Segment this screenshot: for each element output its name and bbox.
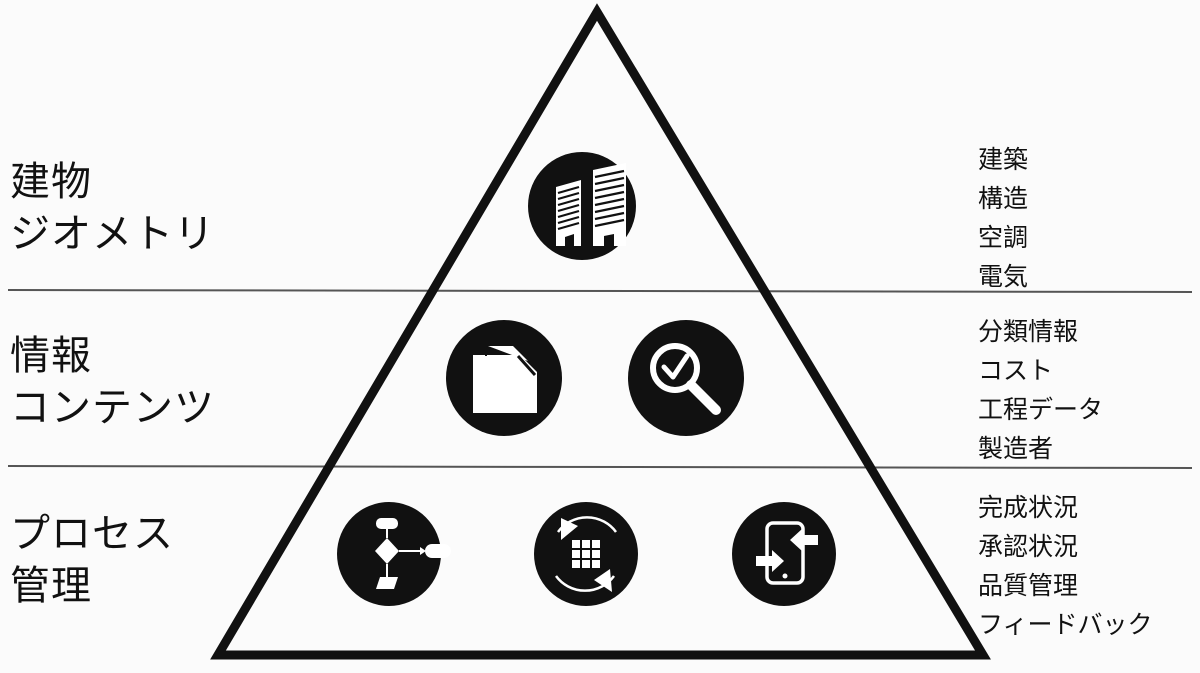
- buildings-icon: [528, 152, 636, 260]
- tier-items-content: 分類情報 コスト 工程データ 製造者: [978, 312, 1103, 468]
- tablet-exchange-icon: [732, 502, 836, 606]
- list-item: 電気: [978, 262, 1029, 291]
- document-icon: [446, 320, 562, 436]
- list-item: 工程データ: [978, 395, 1104, 424]
- tier-label-line: コンテンツ: [10, 385, 215, 431]
- divider-upper: [7, 289, 1193, 293]
- flowchart-icon: [337, 502, 451, 606]
- list-item: 分類情報: [978, 317, 1079, 346]
- pyramid-outline: [210, 3, 991, 660]
- grid-cycle-icon: [534, 502, 638, 606]
- tier-label-line: ジオメトリ: [10, 211, 215, 257]
- list-item: 構造: [978, 184, 1029, 213]
- tier-label-line: プロセス: [10, 511, 174, 557]
- tier-label-process: プロセス 管理: [10, 508, 174, 612]
- tier-items-process: 完成状況 承認状況 品質管理 フィードバック: [978, 488, 1153, 644]
- list-item: 製造者: [978, 434, 1054, 463]
- list-item: 承認状況: [978, 532, 1079, 561]
- tier-label-content: 情報 コンテンツ: [10, 330, 215, 434]
- magnifier-check-icon: [628, 320, 744, 436]
- tier-label-line: 情報: [10, 333, 92, 379]
- list-item: フィードバック: [978, 610, 1153, 639]
- tier-label-line: 管理: [10, 563, 92, 609]
- list-item: 品質管理: [978, 571, 1079, 600]
- divider-lower: [7, 465, 1193, 469]
- tier-items-geometry: 建築 構造 空調 電気: [978, 140, 1028, 296]
- list-item: 完成状況: [978, 493, 1079, 522]
- tier-label-line: 建物: [10, 159, 92, 205]
- tier-label-geometry: 建物 ジオメトリ: [10, 156, 215, 260]
- list-item: 建築: [978, 145, 1029, 174]
- list-item: 空調: [978, 223, 1029, 252]
- list-item: コスト: [978, 356, 1054, 385]
